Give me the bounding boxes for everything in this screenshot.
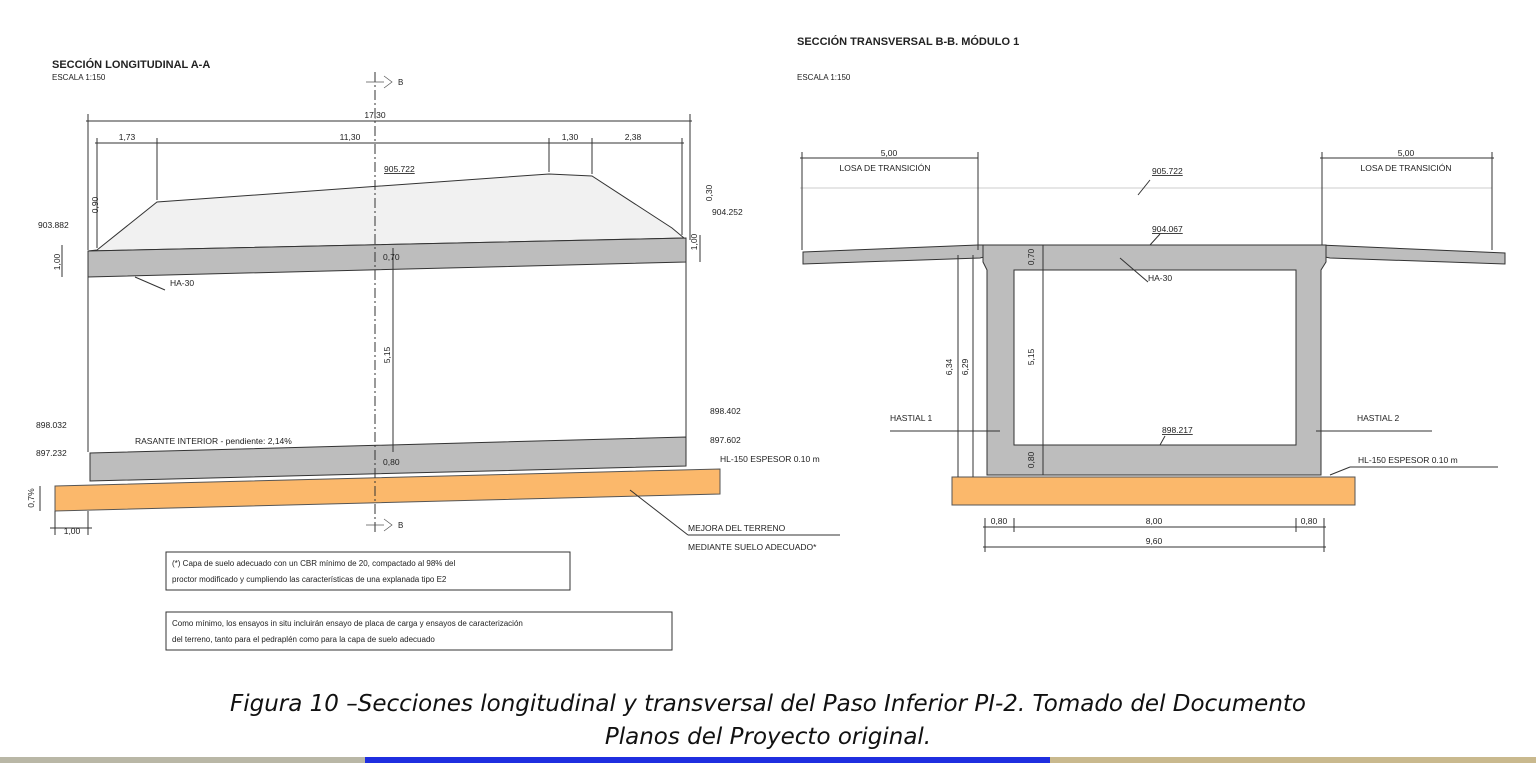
- drawing-canvas: SECCIÓN LONGITUDINAL A-A ESCALA 1:150 B …: [26, 35, 1506, 651]
- elev-road-transversal: 905.722: [1152, 166, 1183, 176]
- dim-top-slab: 0,70: [383, 252, 400, 262]
- transversal-dimension-lines: [800, 152, 1498, 552]
- note-2-line-1: Como mínimo, los ensayos in situ incluir…: [172, 619, 523, 628]
- dim-losa-left: 5,00: [881, 148, 898, 158]
- soil-improvement: [54, 468, 721, 512]
- dim-3: 1,30: [562, 132, 579, 142]
- dim-height-1: 6,34: [944, 358, 954, 375]
- dim-total: 17,30: [364, 110, 386, 120]
- section-marker-bottom: B: [398, 521, 403, 530]
- transition-slab-left: [802, 244, 989, 265]
- caption-line-2: Planos del Proyecto original.: [604, 724, 932, 750]
- transversal-scale: ESCALA 1:150: [797, 73, 851, 82]
- dim-clear-height: 5,15: [382, 346, 392, 363]
- dim-top-slab-transversal: 0,70: [1026, 248, 1036, 265]
- elev-base-right: 897.602: [710, 435, 741, 445]
- section-arrow-top-icon: [366, 75, 393, 89]
- label-hastial-2: HASTIAL 2: [1357, 413, 1399, 423]
- caption-line-1: Figura 10 –Secciones longitudinal y tran…: [229, 691, 1306, 717]
- dim-1: 1,73: [119, 132, 136, 142]
- dim-left-height: 1,00: [52, 253, 62, 270]
- dim-height-2: 6,29: [960, 358, 970, 375]
- dim-2: 11,30: [340, 132, 361, 142]
- strip-segment-blue: [365, 757, 1050, 763]
- note-2-line-2: del terreno, tanto para el pedraplén com…: [172, 635, 435, 644]
- elev-road: 905.722: [384, 164, 415, 174]
- elev-top-right: 904.252: [712, 207, 743, 217]
- dim-bottom-slab: 0,80: [383, 457, 400, 467]
- dim-wall-left: 0,80: [991, 516, 1008, 526]
- transversal-title: SECCIÓN TRANSVERSAL B-B. MÓDULO 1: [797, 35, 1019, 48]
- dim-wall-right: 0,80: [1301, 516, 1318, 526]
- section-arrow-bottom-icon: [366, 518, 393, 532]
- soil-improvement-transversal: [951, 476, 1356, 506]
- dim-right-height: 1,00: [689, 233, 699, 250]
- label-rasante: RASANTE INTERIOR - pendiente: 2,14%: [135, 436, 292, 446]
- dim-clear-height-transversal: 5,15: [1026, 348, 1036, 365]
- elev-top-left: 903.882: [38, 220, 69, 230]
- note-box-2: [165, 611, 673, 651]
- longitudinal-scale: ESCALA 1:150: [52, 73, 106, 82]
- transition-slab-right: [1319, 244, 1506, 265]
- page-bottom-strip: [0, 757, 1536, 763]
- section-marker-top: B: [398, 78, 403, 87]
- bottom-slab: [89, 436, 687, 482]
- label-losa-left: LOSA DE TRANSICIÓN: [839, 163, 930, 173]
- longitudinal-title: SECCIÓN LONGITUDINAL A-A: [52, 58, 210, 71]
- dim-span: 8,00: [1146, 516, 1163, 526]
- label-hastial-1: HASTIAL 1: [890, 413, 932, 423]
- elev-inner-left: 898.032: [36, 420, 67, 430]
- dim-soil-thickness: 0,7%: [26, 488, 36, 508]
- figure-caption: Figura 10 –Secciones longitudinal y tran…: [0, 688, 1536, 754]
- dim-losa-right: 5,00: [1398, 148, 1415, 158]
- transversal-section: SECCIÓN TRANSVERSAL B-B. MÓDULO 1 ESCALA…: [797, 35, 1506, 552]
- dimension-lines: [39, 114, 840, 536]
- strip-segment-tan: [1050, 757, 1536, 763]
- note-1-line-1: (*) Capa de suelo adecuado con un CBR mí…: [172, 559, 456, 568]
- label-concrete: HA-30: [170, 278, 194, 288]
- note-1-line-2: proctor modificado y cumpliendo las cara…: [172, 575, 447, 584]
- label-concrete-transversal: HA-30: [1148, 273, 1172, 283]
- label-losa-right: LOSA DE TRANSICIÓN: [1360, 163, 1451, 173]
- embankment-fill: [87, 173, 686, 252]
- elev-inner-right: 898.402: [710, 406, 741, 416]
- longitudinal-section: SECCIÓN LONGITUDINAL A-A ESCALA 1:150 B …: [26, 58, 840, 651]
- box-culvert: [982, 244, 1327, 476]
- dim-soil-offset: 1,00: [64, 526, 81, 536]
- elev-base-left: 897.232: [36, 448, 67, 458]
- dim-right-fill: 0,30: [704, 184, 714, 201]
- dim-bottom-slab-transversal: 0,80: [1026, 451, 1036, 468]
- label-mejora-1: MEJORA DEL TERRENO: [688, 523, 786, 533]
- dim-4: 2,38: [625, 132, 642, 142]
- elev-top-transversal: 904.067: [1152, 224, 1183, 234]
- elev-inner-transversal: 898.217: [1162, 425, 1193, 435]
- label-hl150-transversal: HL-150 ESPESOR 0.10 m: [1358, 455, 1458, 465]
- dim-left-fill: 0,90: [90, 196, 100, 213]
- dim-total-transversal: 9,60: [1146, 536, 1163, 546]
- note-box-1: [165, 551, 571, 591]
- label-mejora-2: MEDIANTE SUELO ADECUADO*: [688, 542, 817, 552]
- strip-segment-gray: [0, 757, 365, 763]
- label-hl150: HL-150 ESPESOR 0.10 m: [720, 454, 820, 464]
